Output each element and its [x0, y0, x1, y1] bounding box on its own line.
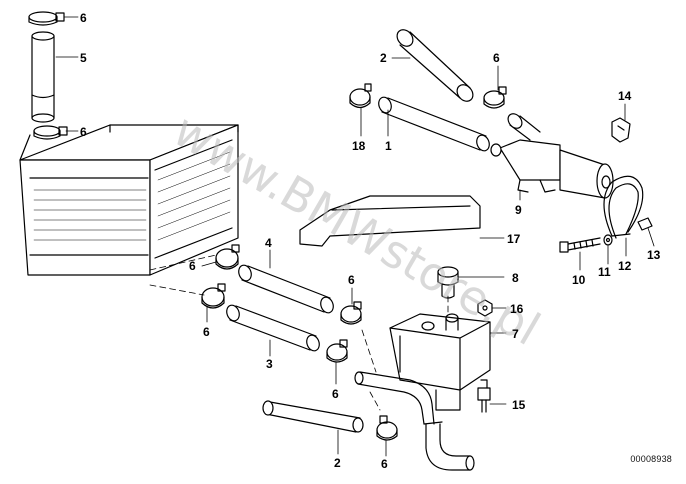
callout-6: 6 [381, 457, 388, 471]
clamp-6-c [340, 301, 362, 325]
callout-6: 6 [332, 387, 339, 401]
bracket-14 [611, 117, 631, 143]
callouts: 6 5 6 2 6 18 1 14 9 4 17 6 6 8 10 11 12 … [80, 11, 661, 471]
callout-17: 17 [507, 232, 521, 246]
callout-11: 11 [598, 265, 611, 279]
callout-7: 7 [512, 327, 519, 341]
callout-18: 18 [352, 139, 366, 153]
callout-6: 6 [189, 259, 196, 273]
callout-4: 4 [265, 236, 272, 250]
clamp-6-e [376, 415, 398, 441]
hose-3 [226, 304, 320, 352]
callout-8: 8 [512, 271, 519, 285]
clamp-6-mid [33, 125, 68, 140]
callout-1: 1 [385, 139, 392, 153]
hose-2-top [396, 29, 474, 102]
callout-14: 14 [618, 89, 632, 103]
clamp-6-a [215, 244, 240, 270]
cover-17 [299, 195, 481, 247]
hose-4 [238, 264, 334, 314]
clamp-6-b [201, 283, 226, 309]
callout-6: 6 [348, 273, 355, 287]
assembly-lines [149, 254, 449, 411]
clamp-6-d [326, 339, 348, 363]
tube-5 [31, 31, 55, 123]
callout-3: 3 [266, 357, 273, 371]
sensor-15 [477, 379, 491, 413]
catalog-number: 00008938 [630, 454, 672, 464]
callout-6: 6 [493, 51, 500, 65]
callout-13: 13 [647, 248, 661, 262]
callout-5: 5 [80, 51, 87, 65]
screw-10 [559, 237, 601, 253]
callout-2: 2 [334, 456, 341, 470]
plate-13 [637, 217, 653, 231]
callout-16: 16 [510, 302, 524, 316]
callout-9: 9 [515, 203, 522, 217]
callout-2: 2 [380, 51, 387, 65]
callout-10: 10 [572, 273, 586, 287]
callout-15: 15 [512, 398, 526, 412]
hose-1 [378, 96, 490, 152]
callout-6: 6 [80, 11, 87, 25]
washer-11 [603, 234, 613, 246]
heater-core [19, 124, 239, 276]
water-pump-9 [490, 113, 614, 199]
reservoir-pipes [354, 371, 475, 471]
callout-6: 6 [80, 125, 87, 139]
clamp-6-top [28, 11, 65, 26]
hose-2-bottom [262, 400, 364, 433]
callout-6: 6 [203, 325, 210, 339]
reservoir-7 [389, 313, 491, 391]
clamp-6-upper-right [483, 86, 507, 109]
strap-12 [603, 175, 644, 239]
leader-lines [55, 16, 655, 457]
callout-12: 12 [618, 259, 632, 273]
nut-16 [477, 299, 493, 317]
clamp-18 [349, 83, 372, 109]
